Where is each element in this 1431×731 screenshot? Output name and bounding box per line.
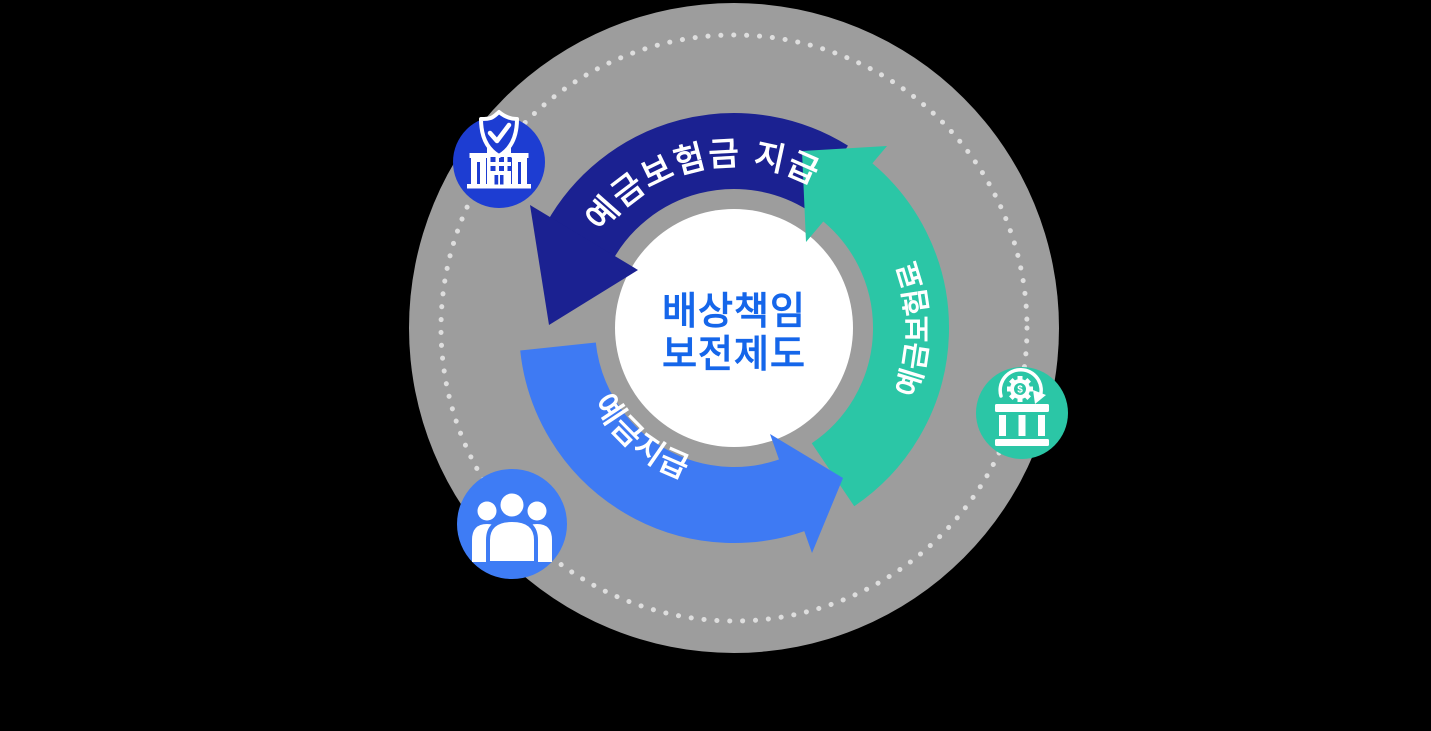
people-group-icon	[457, 469, 567, 579]
bank-gear-money-icon: $	[976, 367, 1068, 459]
dollar-sign: $	[1017, 385, 1023, 396]
cycle-arrow-icon	[998, 367, 1043, 399]
center-white-circle	[615, 209, 853, 447]
center-title-line2: 보전제도	[662, 334, 806, 376]
green-arrowhead	[802, 146, 887, 242]
arrow-arc-top-navy	[545, 113, 848, 262]
check-icon	[487, 122, 512, 144]
center-title-line1: 배상책임	[662, 291, 806, 333]
bank-building-icon	[995, 404, 1049, 446]
gear-icon: $	[1007, 376, 1033, 402]
arrow-arc-bottom-blue	[520, 341, 819, 543]
blue-arrowhead	[770, 434, 843, 553]
dotted-ring	[438, 32, 1030, 624]
building-shield-check-icon	[453, 110, 545, 208]
navy-arrowhead	[530, 205, 638, 325]
arrow-arc-right-green	[811, 158, 949, 507]
